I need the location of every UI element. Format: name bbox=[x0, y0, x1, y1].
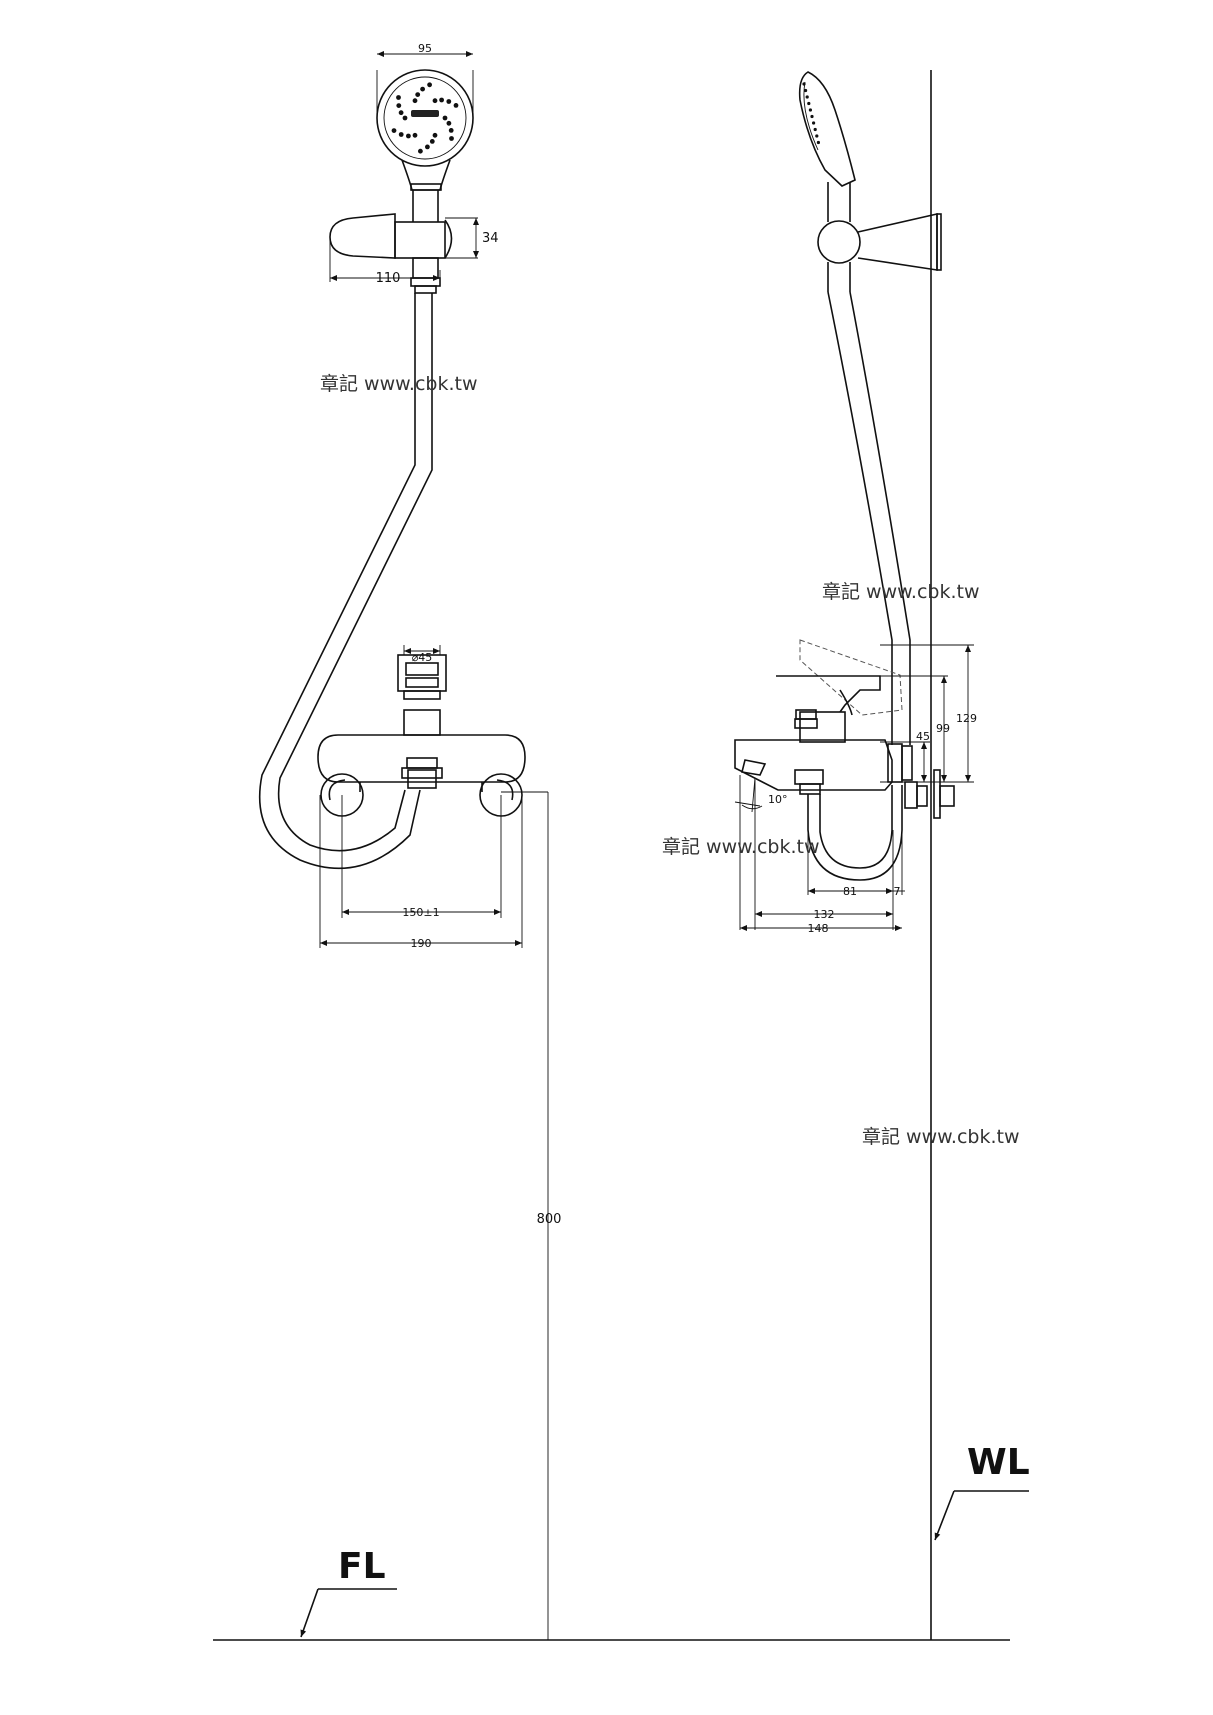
nozzle-dot bbox=[802, 82, 806, 86]
nozzle-dot bbox=[402, 115, 408, 121]
watermark-3: 章記 www.cbk.tw bbox=[662, 836, 820, 858]
nozzle-dot bbox=[418, 148, 423, 154]
nozzle-dot bbox=[805, 95, 809, 99]
dim-7: 7 bbox=[894, 885, 901, 898]
nozzle-dot bbox=[391, 128, 397, 134]
hose-side bbox=[827, 291, 893, 745]
dim-129: 129 bbox=[956, 712, 977, 725]
nozzle-dot bbox=[427, 82, 432, 88]
nozzle-dot bbox=[398, 132, 404, 137]
nozzle-dot bbox=[810, 114, 814, 119]
nozzle-dot bbox=[396, 95, 401, 100]
hose-front bbox=[258, 293, 433, 870]
nozzle-dot bbox=[412, 132, 418, 138]
level-markers bbox=[213, 1490, 1029, 1640]
dim-148: 148 bbox=[808, 922, 829, 935]
nozzle-dot bbox=[807, 101, 811, 106]
watermark-2: 章記 www.cbk.tw bbox=[822, 581, 980, 603]
nozzle-dot bbox=[449, 136, 454, 141]
dim-holder-height: 34 bbox=[482, 231, 499, 246]
nozzle-dot bbox=[812, 121, 816, 125]
dim-132: 132 bbox=[814, 908, 835, 921]
nozzle-dot bbox=[448, 127, 454, 133]
nozzle-dot bbox=[453, 103, 459, 108]
nozzle-dot bbox=[446, 99, 452, 104]
holder-side bbox=[817, 212, 942, 292]
shower-head-front bbox=[376, 69, 474, 222]
watermark-1: 章記 www.cbk.tw bbox=[320, 373, 478, 395]
dim-angle: 10° bbox=[768, 793, 788, 806]
mixer-front bbox=[317, 654, 526, 817]
nozzle-dot bbox=[442, 115, 448, 121]
wall-level-label: WL bbox=[967, 1442, 1030, 1483]
nozzle-dot bbox=[420, 86, 425, 92]
nozzle-dot bbox=[406, 133, 411, 139]
side-view: 129 99 45 10° 81 7 132 148 bbox=[734, 70, 977, 1640]
dim-head-width: 95 bbox=[418, 42, 432, 55]
dim-overall-width: 190 bbox=[411, 937, 432, 950]
dim-mount-height: 800 bbox=[537, 1212, 562, 1227]
nozzle-dot bbox=[429, 139, 435, 144]
nozzle-dot bbox=[815, 134, 819, 138]
nozzle-dot bbox=[432, 98, 438, 104]
nozzle-dot bbox=[425, 144, 430, 150]
nozzle-dot bbox=[412, 98, 418, 104]
nozzle-dot bbox=[396, 103, 402, 108]
nozzle-dot bbox=[446, 120, 452, 126]
mixer-side bbox=[734, 639, 955, 881]
dim-holder-width: 110 bbox=[376, 271, 401, 286]
nozzle-dot bbox=[804, 88, 808, 93]
dim-81: 81 bbox=[843, 885, 857, 898]
nozzle-dot bbox=[813, 127, 817, 132]
nozzle-dot bbox=[808, 108, 813, 112]
nozzle-dot bbox=[439, 97, 444, 103]
nozzle-dot bbox=[816, 140, 821, 145]
dim-centers: 150±1 bbox=[402, 906, 439, 919]
nozzle-dot bbox=[398, 110, 404, 116]
front-dimensions bbox=[319, 51, 549, 1640]
nozzle-dot bbox=[415, 92, 421, 97]
side-dimensions bbox=[734, 644, 974, 931]
dim-inlet-diameter: ⌀45 bbox=[412, 651, 433, 664]
front-view: 95 34 110 ⌀45 150±1 190 800 bbox=[258, 42, 562, 1640]
dim-99: 99 bbox=[936, 722, 950, 735]
nozzle-dot bbox=[432, 132, 438, 138]
dim-45: 45 bbox=[916, 730, 930, 743]
shower-head-side bbox=[798, 71, 856, 222]
floor-level-label: FL bbox=[338, 1546, 386, 1587]
watermark-4: 章記 www.cbk.tw bbox=[862, 1126, 1020, 1148]
